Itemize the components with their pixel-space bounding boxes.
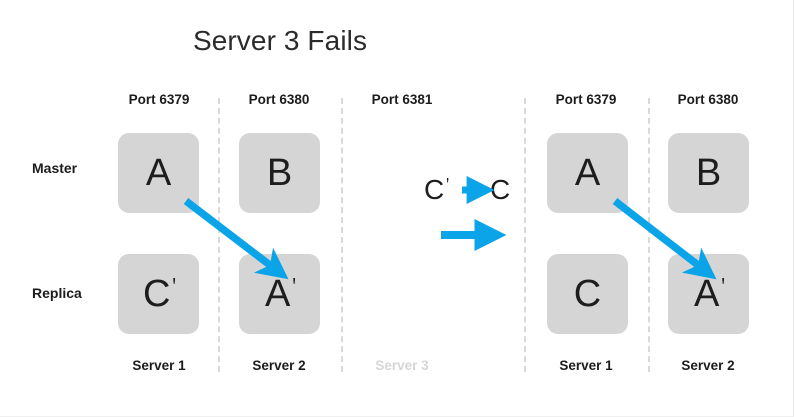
port-label-server-2-left: Port 6380: [248, 92, 310, 107]
column-divider-3: [524, 98, 526, 372]
legend-target-glyph: C: [490, 174, 511, 205]
node-glyph: B: [695, 152, 722, 194]
port-label-server-1-right: Port 6379: [555, 92, 617, 107]
port-label-server-3: Port 6381: [371, 92, 433, 107]
node-glyph: B: [266, 152, 293, 194]
node-glyph: A: [574, 152, 601, 194]
node-glyph: C: [573, 273, 602, 315]
port-label-server-2-right: Port 6380: [677, 92, 739, 107]
node-right-master-server-1[interactable]: A: [547, 133, 628, 213]
server-label-2-right: Server 2: [681, 358, 735, 373]
node-right-master-server-2[interactable]: B: [668, 133, 749, 213]
server-label-3-failed: Server 3: [375, 358, 429, 373]
server-label-1-right: Server 1: [559, 358, 613, 373]
server-label-2-left: Server 2: [252, 358, 306, 373]
node-right-replica-server-1[interactable]: C: [547, 254, 628, 334]
column-divider-4: [648, 98, 650, 372]
node-glyph: A: [145, 152, 172, 194]
page-title: Server 3 Fails: [192, 25, 368, 56]
column-divider-1: [218, 98, 220, 372]
server-label-1-left: Server 1: [132, 358, 186, 373]
row-label-master: Master: [32, 160, 78, 176]
node-left-master-server-1[interactable]: A: [118, 133, 199, 213]
row-label-replica: Replica: [32, 285, 82, 301]
node-left-master-server-2[interactable]: B: [239, 133, 320, 213]
port-label-server-1-left: Port 6379: [128, 92, 190, 107]
column-divider-2: [341, 98, 343, 372]
